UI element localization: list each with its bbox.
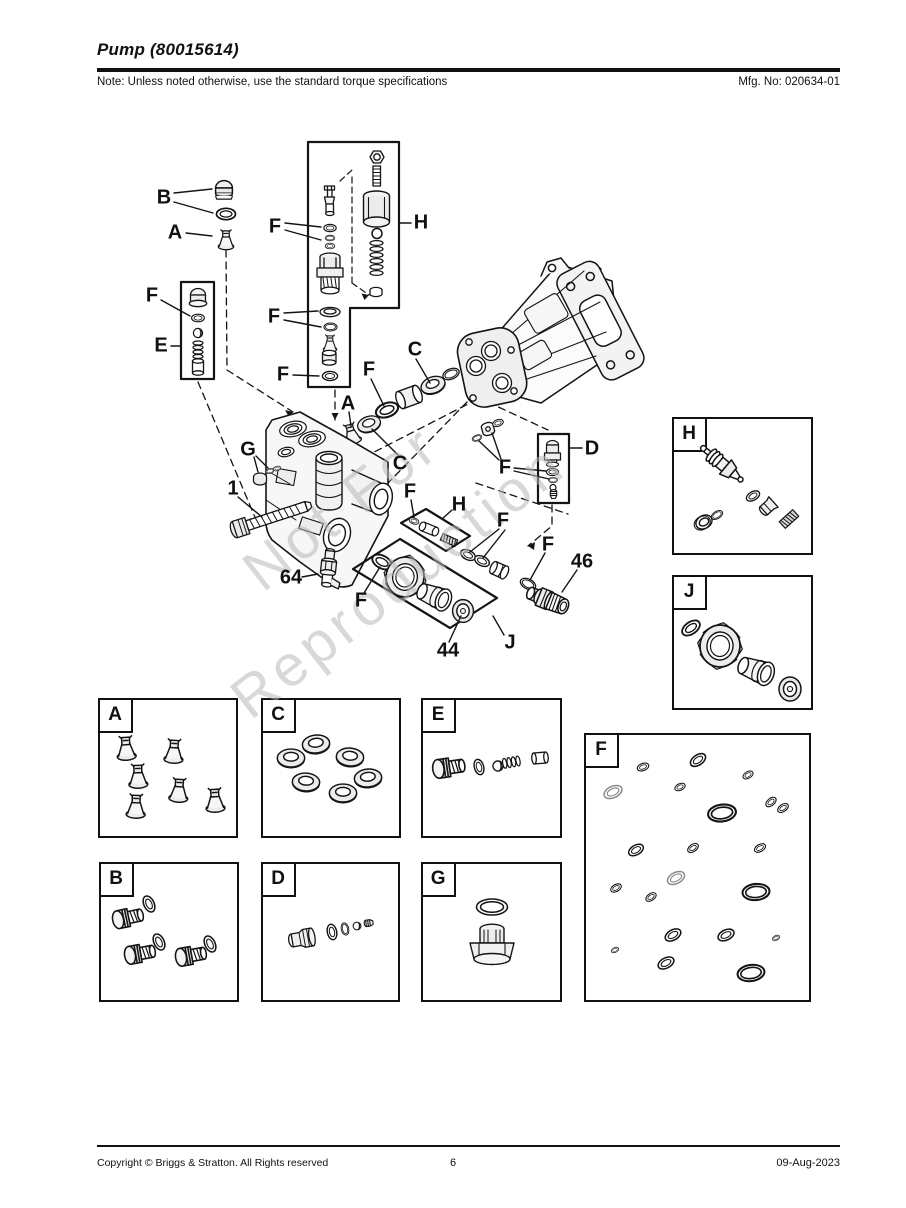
detail-box-j: J bbox=[671, 574, 813, 710]
callout-f: F bbox=[267, 305, 281, 328]
detail-box-tab-c: C bbox=[260, 697, 296, 733]
callout-64: 64 bbox=[279, 566, 303, 589]
callout-f: F bbox=[362, 358, 376, 381]
callout-h: H bbox=[413, 211, 429, 234]
callout-e: E bbox=[154, 334, 168, 357]
detail-box-tab-f: F bbox=[583, 732, 619, 768]
callout-b: B bbox=[156, 186, 172, 209]
detail-box-g: G bbox=[420, 861, 562, 1002]
footer-page-number: 6 bbox=[449, 1157, 457, 1169]
footer-date: 09-Aug-2023 bbox=[776, 1157, 840, 1169]
callout-1: 1 bbox=[227, 477, 239, 500]
detail-box-tab-j: J bbox=[671, 574, 707, 610]
callout-a: A bbox=[340, 392, 356, 415]
header-note: Note: Unless noted otherwise, use the st… bbox=[97, 76, 448, 88]
detail-box-f: F bbox=[583, 732, 811, 1002]
callout-f: F bbox=[496, 509, 510, 532]
detail-box-c: C bbox=[260, 697, 401, 838]
header-rule bbox=[97, 68, 840, 72]
detail-box-a: A bbox=[97, 697, 238, 838]
detail-box-tab-g: G bbox=[420, 861, 456, 897]
callout-f: F bbox=[145, 284, 159, 307]
detail-box-tab-h: H bbox=[671, 416, 707, 452]
callout-f: F bbox=[403, 480, 417, 503]
callout-f: F bbox=[354, 589, 368, 612]
detail-box-tab-b: B bbox=[98, 861, 134, 897]
callout-h: H bbox=[451, 493, 467, 516]
detail-box-e: E bbox=[420, 697, 562, 838]
callout-46: 46 bbox=[570, 550, 594, 573]
footer-copyright: Copyright © Briggs & Stratton. All Right… bbox=[97, 1157, 329, 1169]
detail-box-tab-e: E bbox=[420, 697, 456, 733]
header-mfg-number: Mfg. No: 020634-01 bbox=[738, 76, 840, 88]
detail-box-tab-a: A bbox=[97, 697, 133, 733]
callout-44: 44 bbox=[436, 639, 460, 662]
callout-j: J bbox=[504, 631, 516, 654]
callout-d: D bbox=[584, 437, 600, 460]
detail-box-h: H bbox=[671, 416, 813, 555]
callout-f: F bbox=[276, 363, 290, 386]
callout-f: F bbox=[268, 215, 282, 238]
callout-c: C bbox=[407, 338, 423, 361]
callout-a: A bbox=[167, 221, 183, 244]
callout-f: F bbox=[498, 456, 512, 479]
callout-g: G bbox=[240, 438, 256, 461]
callout-f: F bbox=[541, 533, 555, 556]
detail-box-d: D bbox=[260, 861, 400, 1002]
page-title: Pump (80015614) bbox=[97, 40, 239, 59]
detail-box-tab-d: D bbox=[260, 861, 296, 897]
footer-rule bbox=[97, 1145, 840, 1147]
detail-box-b: B bbox=[98, 861, 239, 1002]
callout-c: C bbox=[392, 452, 408, 475]
